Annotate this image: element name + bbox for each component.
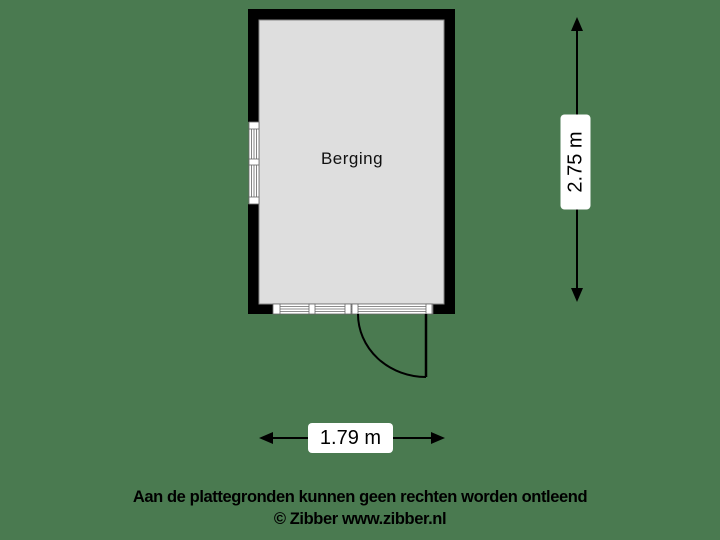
room-label-berging: Berging <box>320 149 384 168</box>
left-window <box>248 121 260 205</box>
width-dimension-label: 1.79 m <box>308 423 393 453</box>
height-dimension-label: 2.75 m <box>560 114 591 210</box>
walls <box>248 9 455 314</box>
door <box>351 303 434 378</box>
copyright-text: © Zibber www.zibber.nl <box>273 510 447 528</box>
disclaimer-text: Aan de plattegronden kunnen geen rechten… <box>132 488 588 506</box>
